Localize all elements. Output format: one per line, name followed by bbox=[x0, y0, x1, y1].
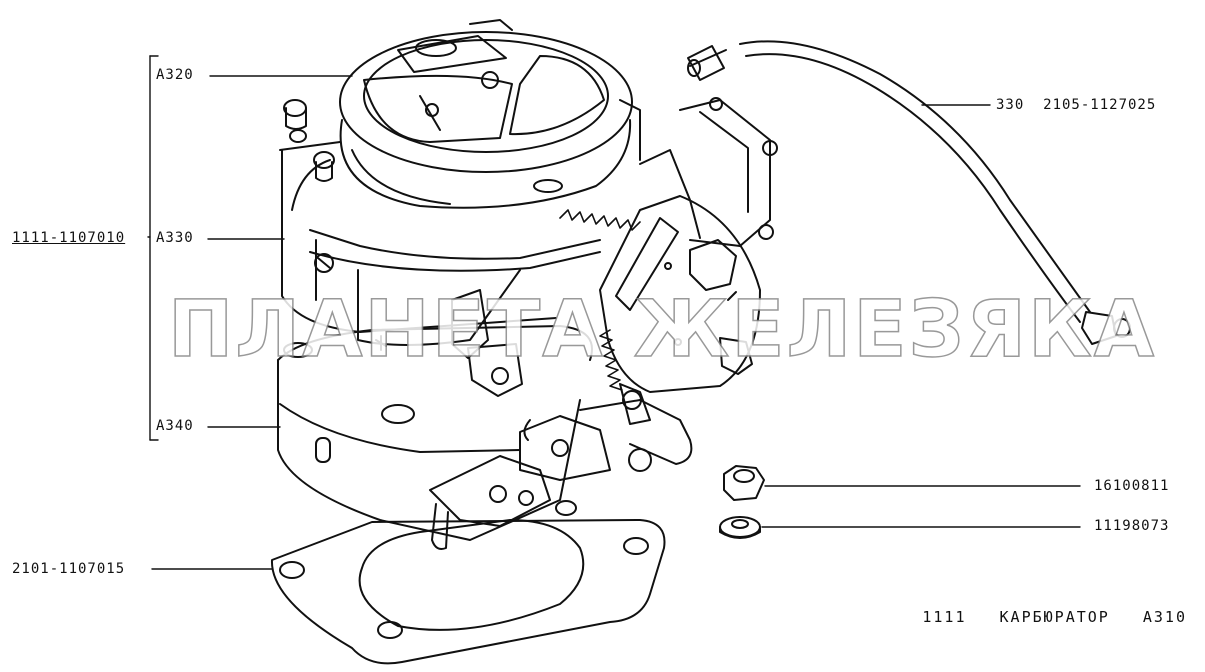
nut bbox=[723, 465, 765, 501]
idle-bracket bbox=[451, 289, 523, 397]
throttle-lever bbox=[429, 383, 693, 550]
title-code: А310 bbox=[1142, 608, 1187, 626]
label-a320: А320 bbox=[156, 67, 194, 83]
label-hose: 330 2105-1127025 bbox=[996, 97, 1157, 113]
return-spring bbox=[559, 209, 641, 391]
label-washer: 11198073 bbox=[1094, 518, 1170, 534]
label-assembly: 1111-1107010 bbox=[12, 230, 126, 246]
cover-screws bbox=[283, 99, 335, 182]
label-nut: 16100811 bbox=[1094, 478, 1170, 494]
title-name: КАРБЮРАТОР bbox=[999, 608, 1110, 626]
leader-lines bbox=[147, 55, 1081, 570]
choke-linkage bbox=[599, 97, 778, 393]
gasket bbox=[270, 500, 666, 665]
label-gasket: 2101-1107015 bbox=[12, 561, 126, 577]
middle-body bbox=[279, 141, 601, 346]
fuel-hose bbox=[687, 40, 1131, 345]
air-horn-cover bbox=[339, 19, 641, 209]
title-group: 1111 bbox=[922, 608, 967, 626]
label-a340: А340 bbox=[156, 418, 194, 434]
throttle-body bbox=[277, 325, 593, 541]
washer bbox=[719, 516, 761, 539]
label-a330: А330 bbox=[156, 230, 194, 246]
diagram-title: 1111 КАРБЮРАТОР А310 bbox=[922, 608, 1187, 626]
